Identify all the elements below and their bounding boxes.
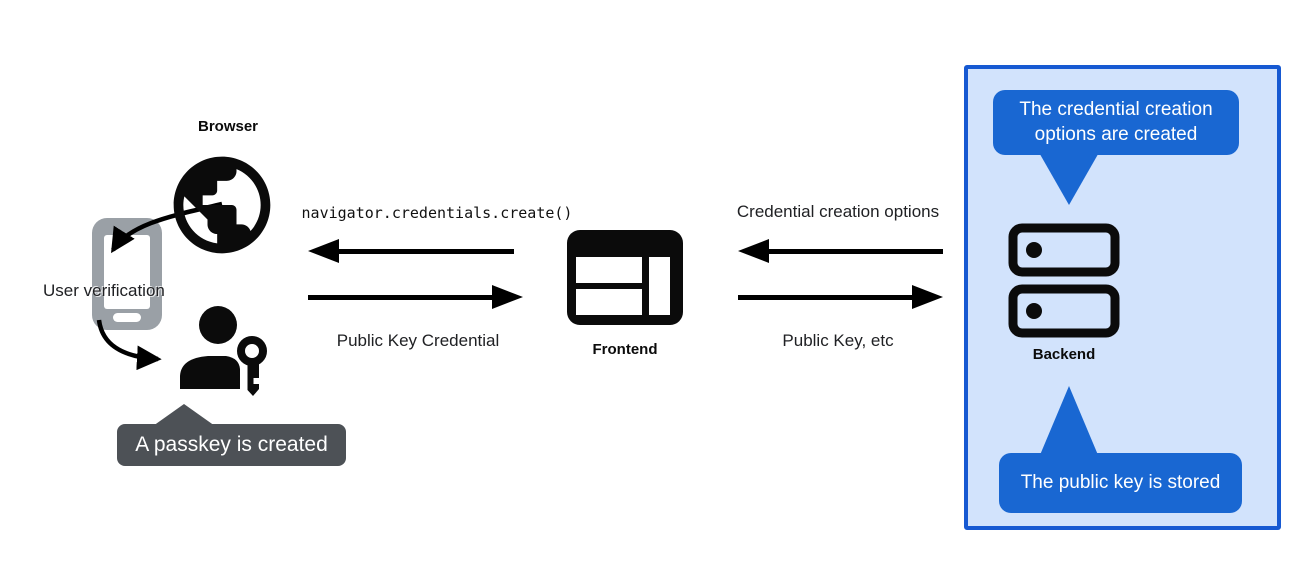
- public-key-stored-text: The public key is stored: [1020, 471, 1221, 493]
- arrowhead-left-icon: [308, 239, 339, 263]
- arrowhead-left-icon: [738, 239, 769, 263]
- passkey-tooltip-pointer: [153, 404, 215, 426]
- person-key-icon: [178, 303, 270, 399]
- options-created-callout: The credential creation options are crea…: [993, 90, 1239, 156]
- public-key-credential-label: Public Key Credential: [336, 331, 500, 350]
- frontend-to-backend-arrow: [738, 285, 943, 309]
- arrowhead-right-icon: [912, 285, 943, 309]
- options-created-text: The credential creation options are crea…: [1019, 99, 1213, 145]
- frontend-to-browser-arrow: [308, 239, 514, 263]
- options-created-callout-pointer: [1037, 149, 1101, 205]
- public-key-etc-label: Public Key, etc: [782, 331, 894, 350]
- phone-to-user-arrow: [96, 319, 162, 371]
- backend-node-label: Backend: [1032, 346, 1096, 363]
- browser-node-label: Browser: [197, 118, 259, 135]
- create-call-label: navigator.credentials.create(): [301, 204, 573, 222]
- credential-creation-options-label: Credential creation options: [736, 202, 940, 221]
- smartphone-icon: [92, 218, 162, 330]
- passkey-tooltip-text: A passkey is created: [135, 433, 328, 456]
- frontend-node-label: Frontend: [592, 341, 658, 358]
- browser-to-frontend-arrow: [308, 285, 523, 309]
- globe-icon: [164, 147, 280, 263]
- passkey-tooltip: A passkey is created: [117, 424, 346, 466]
- arrowhead-right-icon: [492, 285, 523, 309]
- public-key-stored-callout-pointer: [1040, 386, 1098, 455]
- public-key-stored-callout: The public key is stored: [999, 453, 1242, 513]
- user-verification-label: User verification: [43, 281, 165, 300]
- backend-to-frontend-arrow: [738, 239, 943, 263]
- server-stack-icon: [1008, 223, 1120, 339]
- browser-window-icon: [567, 230, 683, 325]
